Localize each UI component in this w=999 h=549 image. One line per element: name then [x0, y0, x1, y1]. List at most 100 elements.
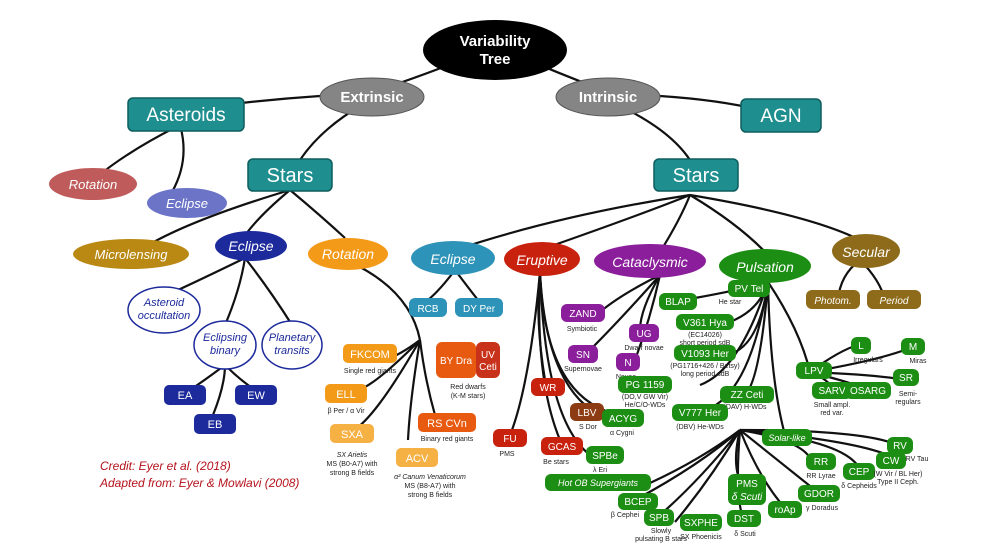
credit-line1: Credit: Eyer et al. (2018): [100, 459, 231, 473]
fu-desc: PMS: [499, 451, 515, 458]
cataclysmic-node: Cataclysmic: [594, 244, 706, 278]
zzceti-label: ZZ Ceti: [731, 390, 764, 401]
stars-right-node: Stars: [653, 158, 739, 192]
v777her-label: V777 Her: [679, 408, 722, 419]
pvtel-node: PV Tel He star: [719, 280, 770, 306]
ext-rotation-label: Rotation: [322, 246, 374, 262]
secular-node: Secular: [832, 234, 900, 268]
eb-label: EB: [208, 419, 223, 431]
microlensing-node: Microlensing: [73, 239, 189, 269]
dst-node: DST δ Scuti: [727, 510, 761, 538]
eclipsing-binary-node: Eclipsing binary: [193, 320, 257, 370]
asteroid-rotation-label: Rotation: [69, 177, 117, 192]
solarlike-node: Solar-like: [762, 429, 812, 446]
v1093her-desc1: (PG1716+426 / Betsy): [670, 363, 739, 370]
n-label: N: [624, 358, 631, 369]
sxa-node: SXA SX Arietis MS (B0-A7) with strong B …: [327, 424, 378, 477]
sxa-desc1: SX Arietis: [337, 452, 368, 459]
gdor-label: GDOR: [804, 489, 834, 500]
sarv-desc2: red var.: [820, 410, 843, 417]
osarg-node: OSARG: [845, 382, 891, 399]
ext-eclipse-label: Eclipse: [228, 238, 273, 254]
intrinsic-label: Intrinsic: [579, 89, 637, 106]
photom-node: Photom.: [806, 290, 860, 309]
rv-node: RV RV Tau: [887, 437, 928, 463]
spb-desc2: pulsating B stars: [635, 536, 687, 543]
ea-node: EA: [164, 385, 206, 405]
secular-label: Secular: [842, 244, 891, 260]
sxa-desc2: MS (B0-A7) with: [327, 461, 378, 468]
acyg-node: ACYG α Cygni: [602, 409, 644, 437]
cw-node: CW (W Vir / BL Her) Type II Ceph.: [873, 452, 923, 486]
dyper-label: DY Per: [463, 304, 496, 315]
rr-desc: RR Lyrae: [806, 473, 835, 480]
ell-desc: β Per / α Vir: [327, 408, 365, 415]
gcas-desc: Be stars: [543, 459, 569, 466]
pulsation-label: Pulsation: [736, 259, 794, 275]
cep-node: CEP δ Cepheids: [841, 463, 877, 490]
extrinsic-label: Extrinsic: [340, 89, 403, 106]
ext-rotation-node: Rotation: [308, 238, 388, 270]
blap-label: BLAP: [665, 297, 691, 308]
pms-node: PMS δ Scuti: [728, 474, 766, 505]
spbe-desc: λ Eri: [593, 467, 607, 474]
bydra-label: BY Dra: [440, 356, 472, 367]
root-line2: Tree: [480, 51, 511, 68]
zzceti-node: ZZ Ceti (DAV) H-WDs: [720, 386, 774, 411]
cep-label: CEP: [849, 467, 870, 478]
sr-desc1: Semi-: [899, 391, 918, 398]
agn-node: AGN: [740, 98, 822, 133]
pg1159-node: PG 1159 (DO,V GW Vir) He/C/O-WDs: [618, 376, 672, 409]
lbv-label: LBV: [578, 408, 597, 419]
pg1159-label: PG 1159: [626, 380, 665, 391]
pulsation-node: Pulsation: [719, 249, 811, 283]
pms-line2: δ Scuti: [732, 492, 763, 503]
l-node: L Irregulars: [851, 337, 883, 364]
zand-label: ZAND: [569, 309, 596, 320]
uvceti-line1: UV: [481, 350, 495, 361]
zzceti-desc: (DAV) H-WDs: [723, 404, 767, 411]
reddwarfs-line1: Red dwarfs: [450, 384, 486, 391]
asteroids-label: Asteroids: [146, 105, 225, 126]
sarv-desc1: Small ampl.: [814, 402, 851, 409]
sxphe-desc: SX Phoenicis: [680, 534, 722, 541]
fu-label: FU: [503, 434, 516, 445]
acv-desc2: MS (B8-A7) with: [405, 483, 456, 490]
root-line1: Variability: [460, 33, 532, 50]
roap-node: roAp: [768, 501, 802, 518]
sxa-label: SXA: [341, 429, 364, 441]
bcep-label: BCEP: [624, 497, 652, 508]
sn-node: SN Supernovae: [564, 345, 602, 373]
l-label: L: [858, 341, 864, 352]
acv-desc1: α² Canum Venaticorum: [394, 474, 466, 481]
period-node: Period: [867, 290, 921, 309]
eclipsing-binary-line2: binary: [210, 345, 241, 357]
acyg-desc: α Cygni: [610, 430, 634, 437]
hotob-node: Hot OB Supergiants: [545, 474, 651, 491]
microlensing-label: Microlensing: [95, 247, 169, 262]
asteroid-rotation-node: Rotation: [49, 168, 137, 200]
planetary-transits-node: Planetary transits: [261, 320, 323, 370]
eruptive-node: Eruptive: [504, 242, 580, 276]
sr-desc2: regulars: [895, 399, 921, 406]
intrinsic-node: Intrinsic: [555, 77, 661, 117]
asteroids-node: Asteroids: [127, 97, 245, 132]
ea-label: EA: [178, 390, 193, 402]
pms-line1: PMS: [736, 479, 758, 490]
pg1159-desc2: He/C/O-WDs: [625, 402, 666, 409]
sr-node: SR Semi- regulars: [893, 369, 921, 406]
rscvn-desc: Binary red giants: [421, 436, 474, 443]
period-label: Period: [880, 296, 909, 307]
stars-right-label: Stars: [673, 165, 720, 187]
roap-label: roAp: [774, 505, 796, 516]
sarv-label: SARV: [818, 386, 845, 397]
eclipsing-binary-line1: Eclipsing: [203, 332, 248, 344]
lbv-node: LBV S Dor: [570, 403, 604, 431]
sn-label: SN: [576, 350, 590, 361]
spb-label: SPB: [649, 513, 669, 524]
gcas-label: GCAS: [548, 442, 577, 453]
ug-label: UG: [637, 329, 652, 340]
stars-left-node: Stars: [247, 158, 333, 192]
